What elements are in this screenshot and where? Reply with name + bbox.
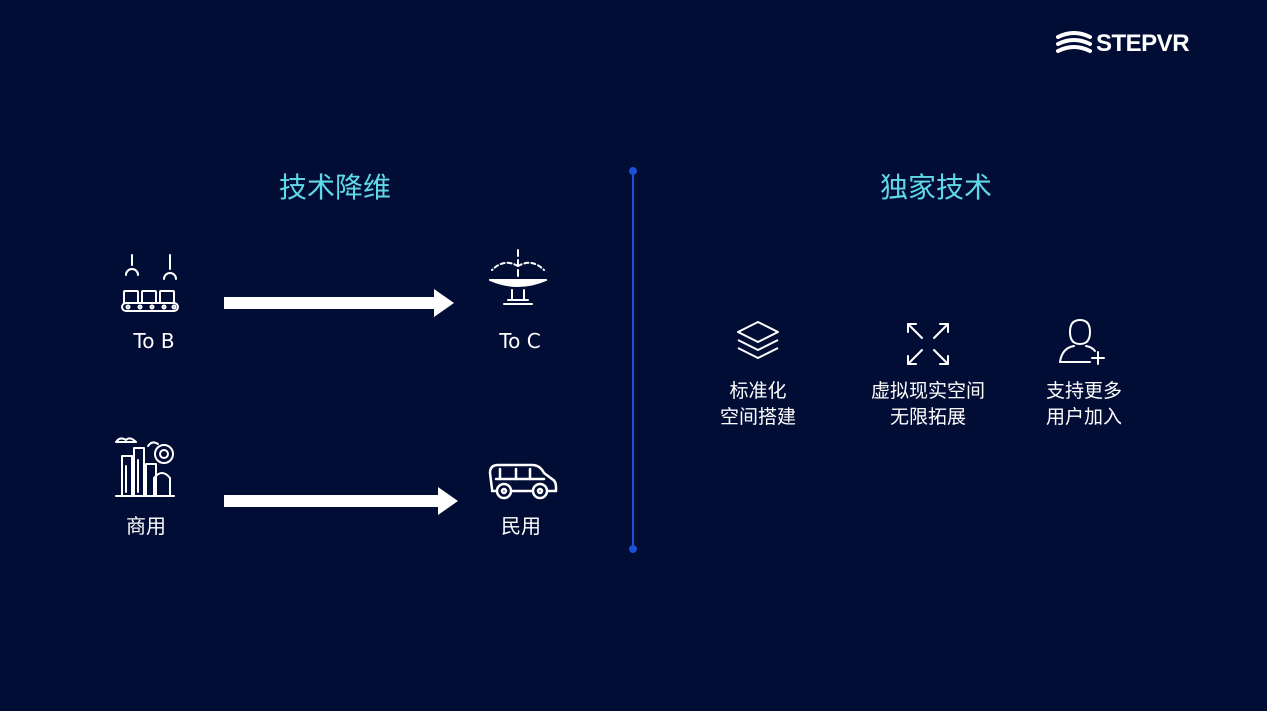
expand-arrows-icon [907,323,949,365]
to-c-label: To C [499,329,541,353]
stepvr-logo: STEPVR [1056,28,1190,60]
feature-line: 虚拟现实空间 [870,380,986,402]
feature-line: 支持更多 [1045,380,1123,402]
industrial-buildings-icon [115,437,175,497]
logo-text: STEPVR [1096,30,1190,57]
fountain-icon [489,249,547,305]
divider-bottom-dot [629,545,637,553]
feature-line: 空间搭建 [719,406,797,428]
feature-line: 标准化 [729,380,787,402]
layers-icon [737,321,779,359]
feature-line: 用户加入 [1045,406,1123,428]
feature-label-more-users: 支持更多 用户加入 [1046,378,1122,430]
civilian-label: 民用 [501,514,541,538]
commercial-label: 商用 [126,514,166,538]
stepvr-logo-mark-icon [1056,31,1092,53]
factory-robot-arms-icon [121,254,179,312]
divider-top-dot [629,167,637,175]
left-section-title: 技术降维 [278,171,392,204]
feature-label-standardized-space: 标准化 空间搭建 [720,378,796,430]
arrow-right-icon [224,289,454,317]
vertical-divider [632,171,634,550]
to-b-label: To B [133,329,175,353]
feature-label-vr-space-expansion: 虚拟现实空间 无限拓展 [871,378,985,430]
car-icon [488,463,558,500]
right-section-title: 独家技术 [879,171,993,204]
feature-line: 无限拓展 [889,406,967,428]
add-user-icon [1059,319,1105,365]
arrow-right-icon [224,487,458,515]
